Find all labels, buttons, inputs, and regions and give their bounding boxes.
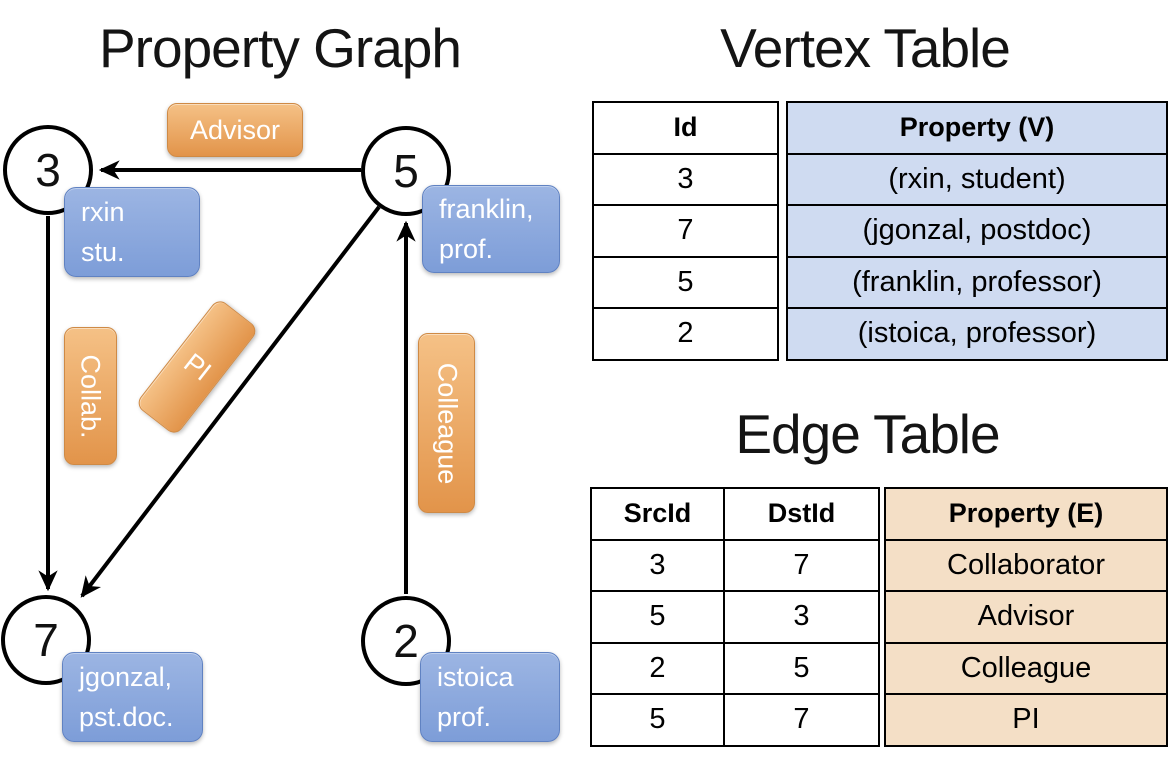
edge-line-pi-5-to-7 — [80, 205, 381, 598]
table-row: 5 7 — [590, 693, 880, 747]
table-row: Collaborator — [884, 538, 1168, 592]
graph-node-5: 5 — [361, 126, 451, 216]
table-row: (franklin, professor) — [786, 255, 1168, 309]
edge-srcid-cell: 2 — [590, 641, 725, 695]
graph-node-2: 2 — [361, 596, 451, 686]
table-row: 3 7 — [590, 538, 880, 592]
edge-property-cell: Advisor — [884, 590, 1168, 644]
edge-srcid-cell: 3 — [590, 538, 725, 592]
table-row: 2 — [592, 307, 779, 361]
edge-label-advisor: Advisor — [167, 103, 303, 157]
vertex-table-property-column: Property (V) (rxin, student) (jgonzal, p… — [786, 101, 1168, 361]
vertex-label-5-line2: prof. — [439, 234, 494, 264]
table-row: Colleague — [884, 641, 1168, 695]
table-row: 2 5 — [590, 641, 880, 695]
edge-label-advisor-text: Advisor — [189, 114, 281, 145]
table-row: Id — [592, 101, 779, 155]
edge-property-cell: Collaborator — [884, 538, 1168, 592]
edge-srcid-cell: 5 — [590, 590, 725, 644]
edge-table-property-column: Property (E) Collaborator Advisor Collea… — [884, 487, 1168, 747]
edge-table-id-columns: SrcId DstId 3 7 5 3 2 5 5 7 — [590, 487, 880, 747]
vertex-label-3-line1: rxin — [81, 196, 125, 227]
edge-label-colleague: Colleague — [418, 333, 475, 513]
vertex-label-3: rxin stu. — [64, 187, 200, 277]
vertex-id-cell: 5 — [592, 255, 779, 309]
edge-label-collab-text: Collab. — [76, 353, 107, 439]
vertex-label-2: istoica prof. — [420, 652, 560, 742]
vertex-label-7-line1: jgonzal, — [79, 661, 173, 692]
edge-dstid-cell: 7 — [723, 538, 880, 592]
property-graph-title: Property Graph — [98, 17, 462, 79]
table-row: 7 — [592, 204, 779, 258]
edge-label-collab: Collab. — [64, 327, 117, 465]
vertex-label-5-line1: franklin, — [439, 193, 534, 224]
table-row: (istoica, professor) — [786, 307, 1168, 361]
table-row: (jgonzal, postdoc) — [786, 204, 1168, 258]
vertex-table-title: Vertex Table — [720, 17, 1011, 79]
vertex-property-cell: (jgonzal, postdoc) — [786, 204, 1168, 258]
vertex-label-7: jgonzal, pst.doc. — [62, 652, 203, 742]
vertex-id-header: Id — [592, 101, 779, 155]
edge-srcid-cell: 5 — [590, 693, 725, 747]
vertex-label-3-line2: stu. — [81, 237, 125, 267]
vertex-property-cell: (rxin, student) — [786, 152, 1168, 206]
table-row: PI — [884, 693, 1168, 747]
table-row: SrcId DstId — [590, 487, 880, 541]
vertex-property-header: Property (V) — [786, 101, 1168, 155]
edge-label-pi-text: PI — [178, 346, 217, 387]
table-row: (rxin, student) — [786, 152, 1168, 206]
table-row: 5 — [592, 255, 779, 309]
vertex-label-2-line2: prof. — [437, 702, 492, 732]
edge-property-cell: Colleague — [884, 641, 1168, 695]
vertex-label-2-line1: istoica — [437, 661, 514, 692]
edge-property-header: Property (E) — [884, 487, 1168, 541]
edge-property-cell: PI — [884, 693, 1168, 747]
edge-label-colleague-text: Colleague — [432, 362, 462, 484]
vertex-table-id-column: Id 3 7 5 2 — [592, 101, 779, 361]
property-graph-canvas — [38, 160, 416, 598]
edge-dstid-cell: 5 — [723, 641, 880, 695]
table-row: Advisor — [884, 590, 1168, 644]
table-row: 3 — [592, 152, 779, 206]
vertex-id-cell: 2 — [592, 307, 779, 361]
vertex-property-cell: (istoica, professor) — [786, 307, 1168, 361]
edge-table-title: Edge Table — [735, 403, 1000, 465]
edge-dstid-header: DstId — [723, 487, 880, 541]
vertex-id-cell: 7 — [592, 204, 779, 258]
edge-srcid-header: SrcId — [590, 487, 725, 541]
vertex-property-cell: (franklin, professor) — [786, 255, 1168, 309]
table-row: 5 3 — [590, 590, 880, 644]
table-row: Property (V) — [786, 101, 1168, 155]
edge-dstid-cell: 3 — [723, 590, 880, 644]
vertex-label-5: franklin, prof. — [422, 185, 560, 273]
table-row: Property (E) — [884, 487, 1168, 541]
edge-dstid-cell: 7 — [723, 693, 880, 747]
vertex-label-7-line2: pst.doc. — [79, 702, 174, 732]
vertex-id-cell: 3 — [592, 152, 779, 206]
